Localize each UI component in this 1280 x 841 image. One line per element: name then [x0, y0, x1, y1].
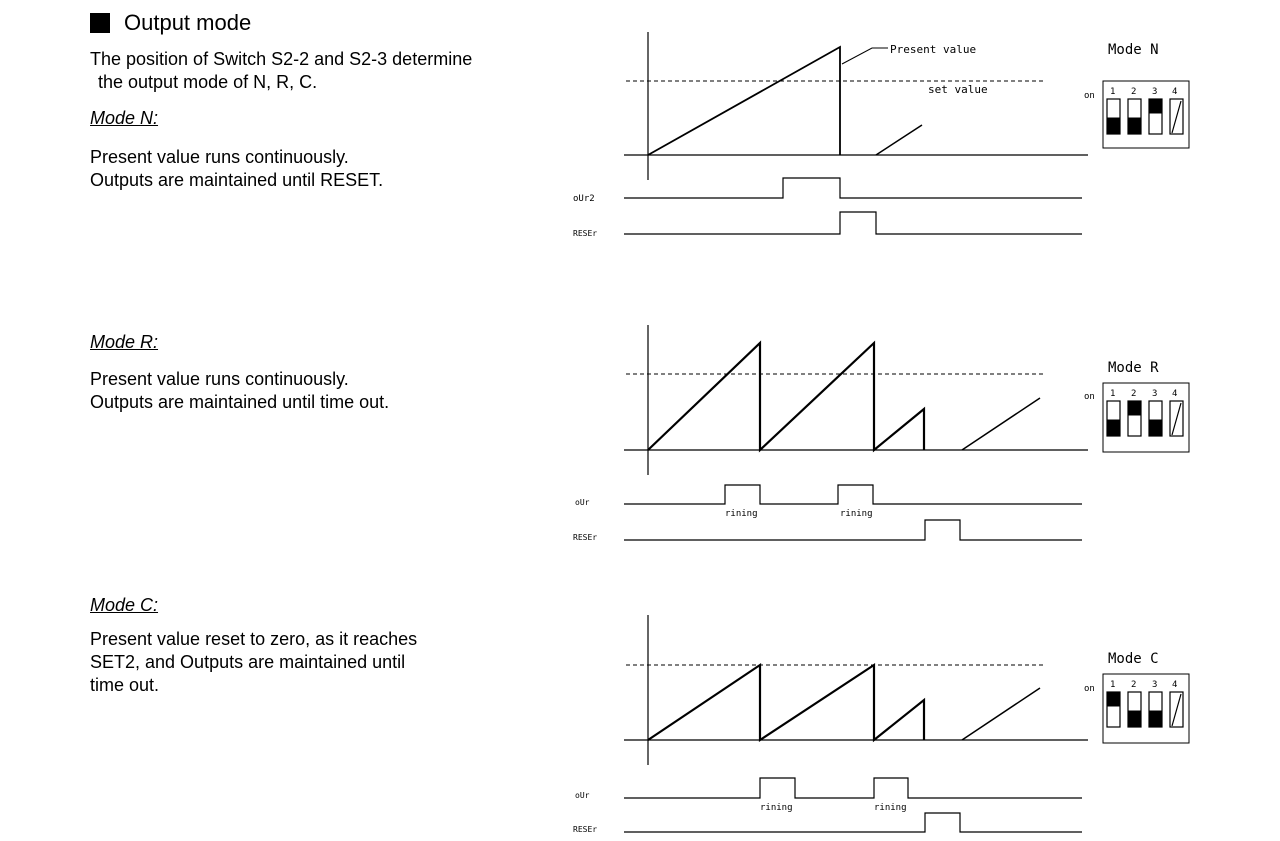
present-value-ramp [961, 687, 1041, 741]
mode-n-desc-line: Present value runs continuously. [90, 147, 349, 167]
mode-n-description: Present value runs continuously. Outputs… [90, 146, 383, 192]
dip-switch-lever [1148, 419, 1163, 437]
switch-number: 2 [1131, 680, 1136, 690]
switch-number: 4 [1172, 680, 1177, 690]
dip-switch-box [1102, 673, 1190, 744]
signal-label: oUr2 [573, 194, 595, 204]
mode-r-description: Present value runs continuously. Outputs… [90, 368, 389, 414]
mode-c-desc-line: SET2, and Outputs are maintained until [90, 652, 406, 672]
dip-switch-lever [1127, 710, 1142, 728]
mode-r-heading: Mode R: [90, 332, 159, 352]
mode-n-heading: Mode N: [90, 108, 159, 128]
pulse-label: rining [874, 803, 907, 813]
switch-number: 3 [1152, 680, 1157, 690]
pulse-label: rining [725, 509, 758, 519]
present-value-label: Present value [890, 43, 976, 56]
switch-number: 3 [1152, 389, 1157, 399]
signal-label: RESEr [573, 533, 597, 542]
dip-switch-lever [1106, 117, 1121, 135]
mode-n-desc-line: Outputs are maintained until RESET. [90, 170, 384, 190]
dip-switch-box [1102, 80, 1190, 149]
present-value-ramp [647, 662, 926, 743]
mode-c-desc-line: time out. [90, 675, 160, 695]
pulse-label: rining [840, 509, 873, 519]
dip-switch-box [1102, 382, 1190, 453]
switch-number: 4 [1172, 87, 1177, 97]
present-value-ramp [961, 397, 1041, 451]
switch-mode-label: Mode N [1108, 42, 1159, 58]
section-title-text: Output mode [124, 10, 252, 35]
dip-switch-slash [1171, 402, 1182, 436]
signal-label: RESEr [573, 229, 597, 238]
switch-number: 3 [1152, 87, 1157, 97]
square-bullet-icon [90, 13, 110, 33]
mode-n-diagram: Present value set value oUr2 RESEr Mode … [573, 32, 1190, 238]
present-value-ramp [647, 45, 841, 156]
present-value-ramp [647, 340, 926, 453]
reset-signal-line [624, 519, 1082, 541]
mode-r-diagram: oUr rining rining RESEr Mode R on 1 2 3 … [573, 325, 1190, 542]
present-value-callout [841, 47, 888, 65]
switch-number: 4 [1172, 389, 1177, 399]
dip-switch-lever [1106, 691, 1121, 707]
switch-mode-label: Mode R [1108, 360, 1159, 376]
dip-switch-slash [1171, 693, 1182, 727]
switch-on-label: on [1084, 91, 1095, 101]
output-signal-line [624, 484, 1082, 505]
output-signal-line [624, 777, 1082, 799]
switch-mode-label: Mode C [1108, 651, 1159, 667]
reset-signal-line [624, 812, 1082, 833]
signal-label: oUr [575, 791, 590, 800]
switch-number: 1 [1110, 680, 1115, 690]
intro-line-1: The position of Switch S2-2 and S2-3 det… [90, 49, 473, 69]
switch-number: 1 [1110, 87, 1115, 97]
pulse-label: rining [760, 803, 793, 813]
mode-c-diagram: oUr rining rining RESEr Mode C on 1 2 3 … [573, 615, 1190, 834]
intro-text: The position of Switch S2-2 and S2-3 det… [90, 48, 472, 94]
dip-switch [1169, 691, 1184, 728]
switch-number: 2 [1131, 389, 1136, 399]
output-signal-line [624, 177, 1082, 199]
mode-c-desc-line: Present value reset to zero, as it reach… [90, 629, 418, 649]
signal-label: oUr [575, 498, 590, 507]
switch-number: 2 [1131, 87, 1136, 97]
mode-c-description: Present value reset to zero, as it reach… [90, 628, 417, 697]
mode-c-heading: Mode C: [90, 595, 159, 615]
dip-switch-lever [1127, 117, 1142, 135]
signal-label: RESEr [573, 825, 597, 834]
switch-number: 1 [1110, 389, 1115, 399]
mode-r-desc-line: Present value runs continuously. [90, 369, 349, 389]
section-title: Output mode [90, 10, 251, 36]
dip-switch-lever [1148, 710, 1163, 728]
dip-switch-slash [1171, 100, 1182, 134]
dip-switch-lever [1106, 419, 1121, 437]
dip-switch-lever [1148, 98, 1163, 114]
switch-on-label: on [1084, 684, 1095, 694]
intro-line-2: the output mode of N, R, C. [98, 72, 318, 92]
switch-on-label: on [1084, 392, 1095, 402]
mode-r-desc-line: Outputs are maintained until time out. [90, 392, 390, 412]
dip-switch [1169, 400, 1184, 437]
present-value-ramp [875, 124, 923, 156]
dip-switch-lever [1127, 400, 1142, 416]
dip-switch [1169, 98, 1184, 135]
reset-signal-line [624, 211, 1082, 235]
set-value-label: set value [928, 83, 988, 96]
